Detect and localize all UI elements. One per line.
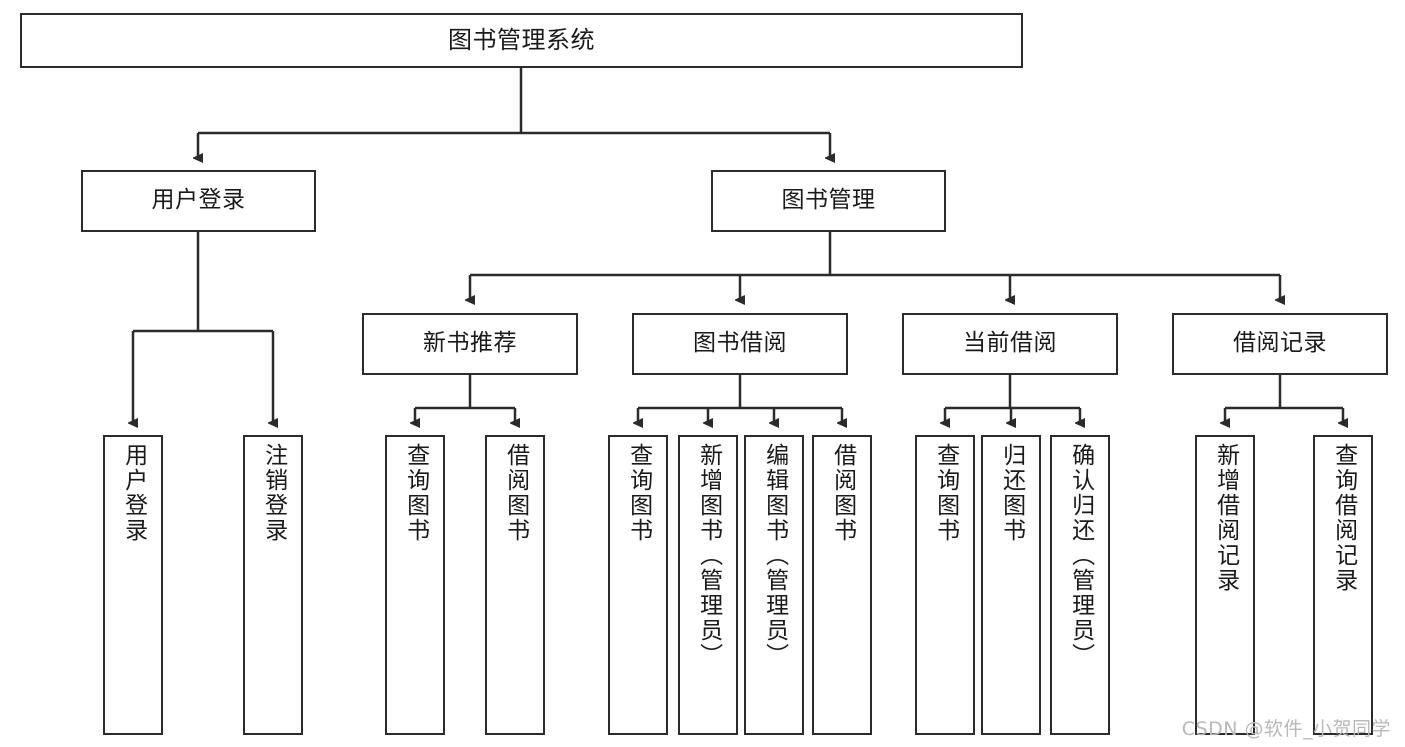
node-leaf-return-book-label: 归还图书 [998,443,1025,543]
node-user-login-label: 用户登录 [151,187,246,214]
node-leaf-user-login[interactable]: 用户登录 [103,435,163,735]
node-leaf-logout[interactable]: 注销登录 [243,435,303,735]
node-root[interactable]: 图书管理系统 [20,13,1023,68]
node-current-borrow-label: 当前借阅 [963,330,1057,357]
node-leaf-add-book[interactable]: 新增图书（管理员） [678,435,738,735]
node-current-borrow[interactable]: 当前借阅 [902,313,1118,375]
node-leaf-query-book-2[interactable]: 查询图书 [608,435,668,735]
node-leaf-logout-label: 注销登录 [260,443,287,543]
node-book-borrow-label: 图书借阅 [693,330,787,357]
node-new-book-recommend[interactable]: 新书推荐 [362,313,578,375]
node-leaf-borrow-book-1[interactable]: 借阅图书 [485,435,545,735]
node-leaf-query-book-3-label: 查询图书 [932,443,959,543]
node-leaf-query-book-3[interactable]: 查询图书 [915,435,975,735]
node-leaf-borrow-book-2-label: 借阅图书 [829,443,856,543]
node-user-login[interactable]: 用户登录 [81,170,316,232]
node-leaf-edit-book[interactable]: 编辑图书（管理员） [744,435,804,735]
node-leaf-borrow-book-2[interactable]: 借阅图书 [812,435,872,735]
node-leaf-query-record-label: 查询借阅记录 [1330,443,1357,593]
node-borrow-record[interactable]: 借阅记录 [1172,313,1388,375]
node-book-borrow[interactable]: 图书借阅 [632,313,848,375]
node-new-book-recommend-label: 新书推荐 [423,330,517,357]
node-leaf-edit-book-label: 编辑图书（管理员） [761,443,788,668]
node-leaf-add-record[interactable]: 新增借阅记录 [1195,435,1255,735]
node-leaf-query-book-1-label: 查询图书 [402,443,429,543]
watermark-text: CSDN @软件_小贺同学 [1181,718,1391,740]
node-leaf-add-book-label: 新增图书（管理员） [695,443,722,668]
node-book-manage-label: 图书管理 [781,187,876,214]
node-leaf-confirm-return-label: 确认归还（管理员） [1067,443,1094,668]
node-leaf-confirm-return[interactable]: 确认归还（管理员） [1050,435,1110,735]
node-book-manage[interactable]: 图书管理 [711,170,946,232]
node-leaf-return-book[interactable]: 归还图书 [981,435,1041,735]
node-leaf-query-record[interactable]: 查询借阅记录 [1313,435,1373,735]
node-leaf-query-book-1[interactable]: 查询图书 [385,435,445,735]
node-root-label: 图书管理系统 [448,26,595,55]
node-borrow-record-label: 借阅记录 [1233,330,1327,357]
node-leaf-query-book-2-label: 查询图书 [625,443,652,543]
node-leaf-borrow-book-1-label: 借阅图书 [502,443,529,543]
node-leaf-add-record-label: 新增借阅记录 [1212,443,1239,593]
node-leaf-user-login-label: 用户登录 [120,443,147,543]
